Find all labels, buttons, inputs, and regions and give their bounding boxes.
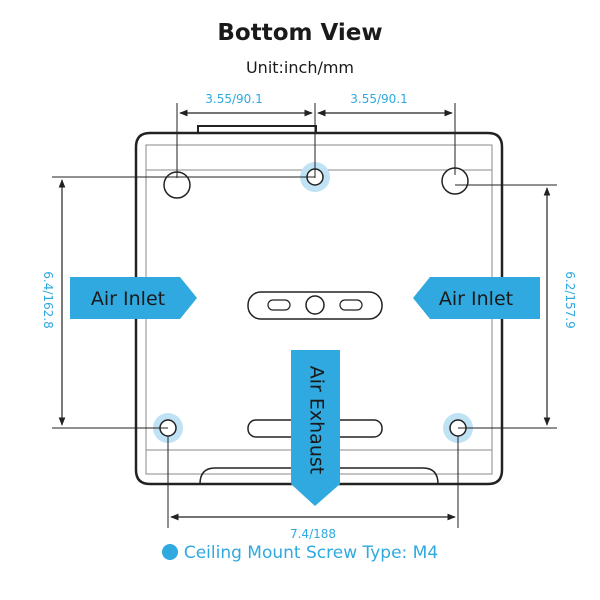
air-inlet-right-label: Air Inlet	[439, 288, 513, 310]
dimension-bottom	[167, 436, 459, 528]
dim-label-right: 6.2/157.9	[563, 271, 577, 328]
dim-label-top-left: 3.55/90.1	[205, 92, 262, 106]
screw-marker-icon	[161, 544, 178, 560]
air-exhaust-label: Air Exhaust	[306, 366, 328, 474]
dimension-left	[52, 176, 315, 429]
air-inlet-left-arrow	[70, 277, 197, 319]
dim-label-bottom: 7.4/188	[290, 527, 336, 541]
dim-label-top-right: 3.55/90.1	[350, 92, 407, 106]
center-mount-plate	[247, 291, 383, 320]
air-inlet-right-arrow	[413, 277, 540, 319]
top-tab	[197, 125, 317, 133]
dimension-top	[176, 103, 456, 178]
dimension-right	[455, 184, 557, 429]
air-inlet-left-label: Air Inlet	[91, 288, 165, 310]
air-exhaust-arrow	[291, 350, 340, 506]
dim-label-left: 6.4/162.8	[41, 271, 55, 328]
legend: Ceiling Mount Screw Type: M4	[0, 543, 600, 563]
legend-text: Ceiling Mount Screw Type: M4	[183, 543, 439, 563]
diagram-title: Bottom View	[217, 20, 383, 46]
unit-label: Unit:inch/mm	[245, 58, 355, 77]
